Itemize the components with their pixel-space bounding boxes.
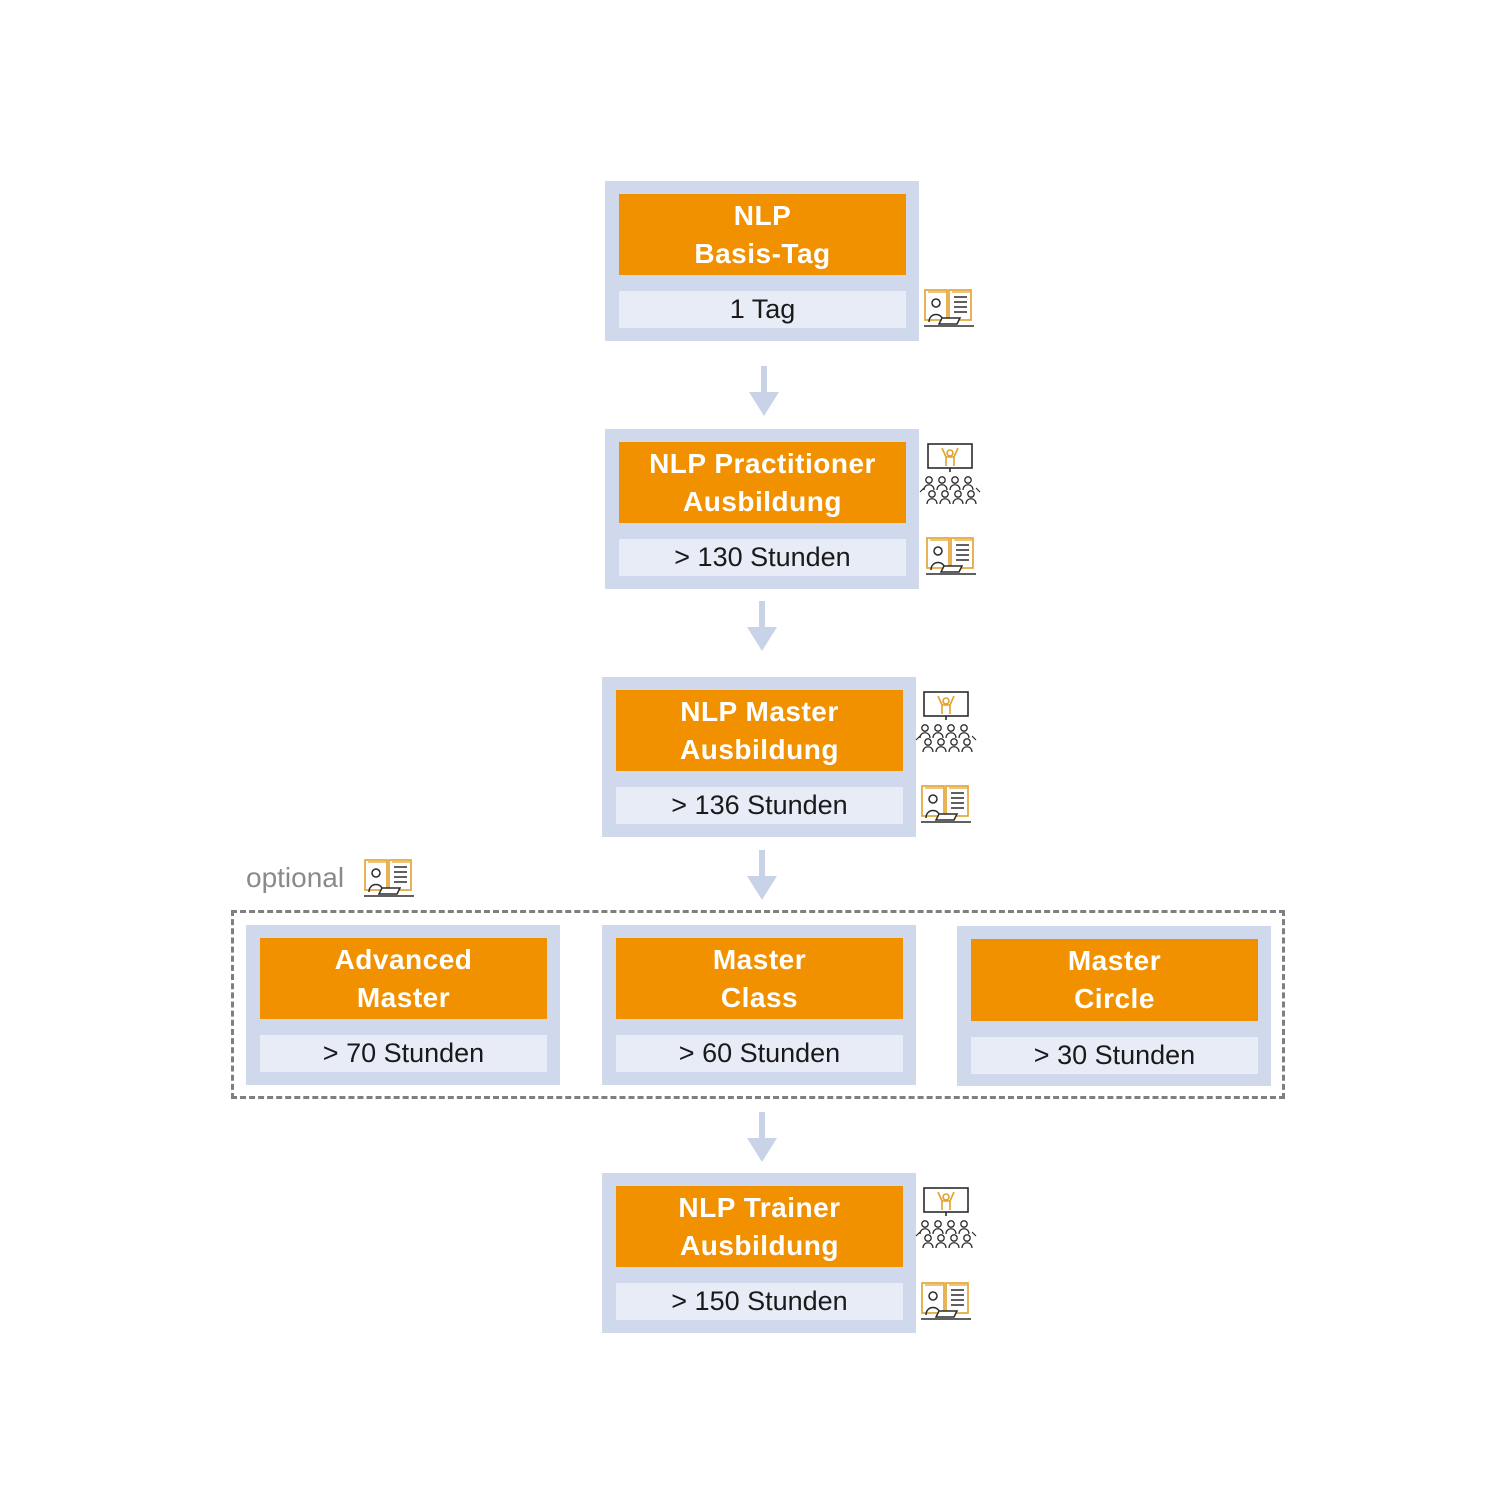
step-duration: > 70 Stunden xyxy=(260,1035,547,1072)
optional-group xyxy=(231,910,1285,1099)
step-title: NLP Trainer Ausbildung xyxy=(616,1186,903,1267)
arrow-down-icon xyxy=(747,1112,777,1162)
optional-card-master-class: Master Class > 60 Stunden xyxy=(602,925,916,1085)
optional-label: optional xyxy=(246,862,345,893)
classroom-presentation-icon xyxy=(915,1187,977,1249)
self-study-book-icon xyxy=(364,859,414,897)
step-duration: > 130 Stunden xyxy=(619,539,906,576)
arrow-down-icon xyxy=(747,850,777,900)
step-duration: 1 Tag xyxy=(619,291,906,328)
step-title: NLP Master Ausbildung xyxy=(616,690,903,771)
step-title: NLP Practitioner Ausbildung xyxy=(619,442,906,523)
step-duration: > 30 Stunden xyxy=(971,1037,1258,1074)
step-duration: > 136 Stunden xyxy=(616,787,903,824)
self-study-book-icon xyxy=(921,785,971,823)
self-study-book-icon xyxy=(921,1282,971,1320)
step-duration: > 150 Stunden xyxy=(616,1283,903,1320)
classroom-presentation-icon xyxy=(915,691,977,753)
step-title: Master Class xyxy=(616,938,903,1019)
step-card-trainer: NLP Trainer Ausbildung > 150 Stunden xyxy=(602,1173,916,1333)
self-study-book-icon xyxy=(926,537,976,575)
step-card-master: NLP Master Ausbildung > 136 Stunden xyxy=(602,677,916,837)
arrow-down-icon xyxy=(749,366,779,416)
arrow-down-icon xyxy=(747,601,777,651)
step-title: Master Circle xyxy=(971,939,1258,1021)
step-title: Advanced Master xyxy=(260,938,547,1019)
classroom-presentation-icon xyxy=(919,443,981,505)
step-card-basis-tag: NLP Basis-Tag 1 Tag xyxy=(605,181,919,341)
step-duration: > 60 Stunden xyxy=(616,1035,903,1072)
optional-card-advanced-master: Advanced Master > 70 Stunden xyxy=(246,925,560,1085)
self-study-book-icon xyxy=(924,289,974,327)
optional-card-master-circle: Master Circle > 30 Stunden xyxy=(957,926,1271,1086)
step-card-practitioner: NLP Practitioner Ausbildung > 130 Stunde… xyxy=(605,429,919,589)
step-title: NLP Basis-Tag xyxy=(619,194,906,275)
